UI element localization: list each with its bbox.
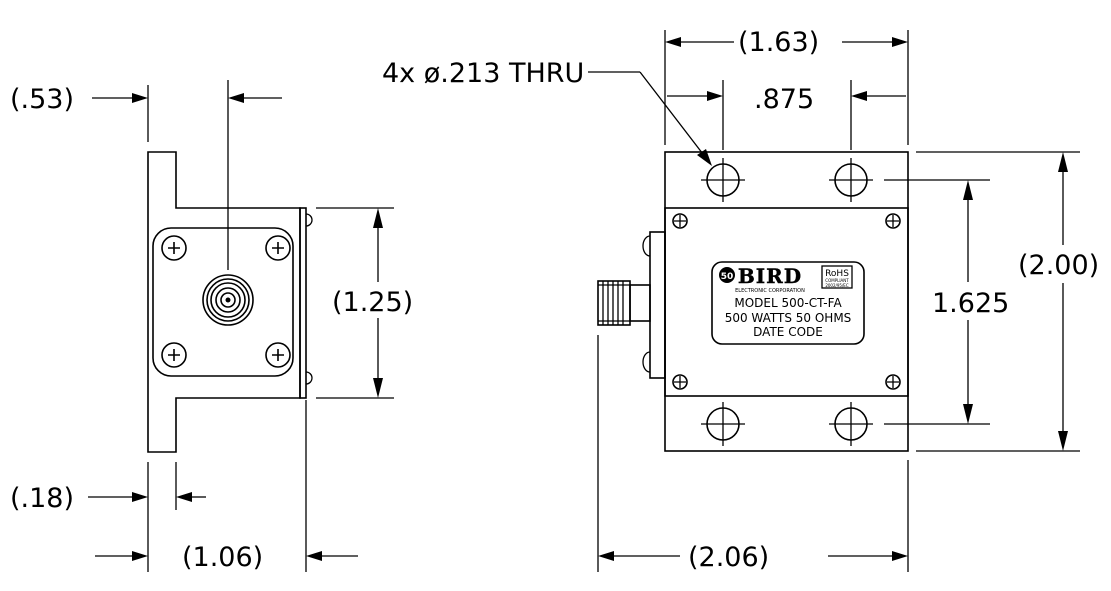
- flange-screw-icon: [161, 342, 187, 368]
- mounting-hole-icon: [829, 158, 873, 202]
- label-plate-outline: [711, 261, 865, 345]
- cover-screw-icon: [885, 374, 901, 390]
- dim-left-width: (1.06): [182, 542, 263, 573]
- hole-callout: 4x ø.213 THRU: [382, 58, 584, 89]
- mounting-hole-icon: [701, 158, 745, 202]
- label-model: MODEL 500-CT-FA: [734, 296, 842, 310]
- rohs-sub2: 2002/95/EC: [825, 283, 848, 288]
- label-rating: 500 WATTS 50 OHMS: [725, 311, 852, 325]
- flange-screw-icon: [265, 235, 291, 261]
- flange-screw-icon: [161, 235, 187, 261]
- cover-screw-icon: [885, 213, 901, 229]
- brand-name: BIRD: [738, 264, 802, 288]
- dim-overall-width: (2.06): [688, 542, 769, 573]
- dim-overall-height: (2.00): [1018, 250, 1099, 281]
- brand-badge-icon: [719, 267, 735, 283]
- edge-screw-icon: [305, 371, 313, 385]
- dim-left-height: (1.25): [332, 287, 413, 318]
- connector-flange: [152, 227, 294, 377]
- mounting-hole-icon: [829, 402, 873, 446]
- connector-thread: [597, 280, 631, 326]
- rohs-text: RoHS: [825, 269, 849, 279]
- sma-connector-icon: [202, 274, 254, 326]
- cover-screw-icon: [672, 213, 688, 229]
- brand-badge-text: 50: [721, 272, 734, 282]
- label-plate: 50 BIRD ELECTRONIC CORPORATION RoHS COMP…: [711, 261, 865, 345]
- dim-top-width: (1.63): [738, 27, 819, 58]
- leader-line: [639, 71, 707, 159]
- brand-subtitle: ELECTRONIC CORPORATION: [735, 288, 805, 294]
- rohs-sub1: COMPLIANT: [825, 278, 849, 283]
- mounting-hole-icon: [701, 402, 745, 446]
- side-connector: [597, 231, 666, 379]
- side-view-body-outline: [147, 151, 301, 453]
- rohs-mark: [821, 265, 853, 289]
- connector-body: [629, 284, 651, 322]
- dim-hole-vertical: 1.625: [932, 288, 1009, 319]
- connector-flange-side: [649, 231, 666, 379]
- label-date-code: DATE CODE: [753, 325, 823, 339]
- flange-screw-icon: [265, 342, 291, 368]
- dim-left-offset: (.53): [10, 84, 74, 115]
- top-view: 50 BIRD ELECTRONIC CORPORATION RoHS COMP…: [382, 27, 1099, 573]
- side-view-edge-plate: [299, 207, 307, 399]
- edge-screw-icon: [305, 213, 313, 227]
- cover-screw-icon: [672, 374, 688, 390]
- dim-hole-spacing: .875: [754, 84, 814, 115]
- dim-left-flange: (.18): [10, 483, 74, 514]
- side-view: (.53) (1.25) (.18) (1.06): [10, 80, 413, 573]
